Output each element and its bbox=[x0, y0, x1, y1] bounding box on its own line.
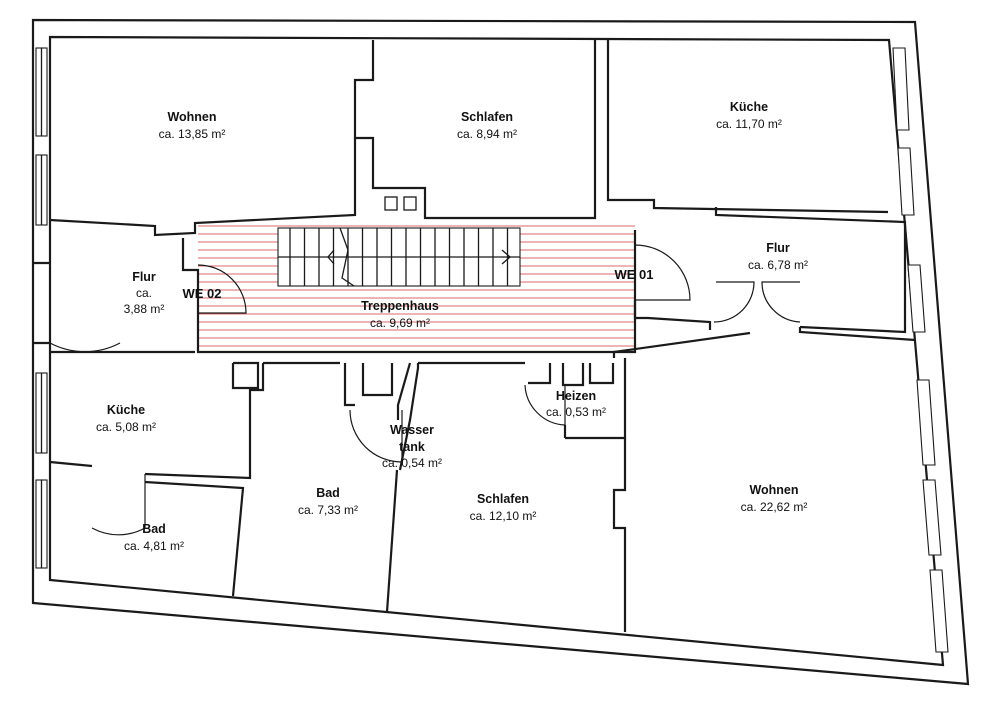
heizen-north bbox=[528, 363, 552, 385]
room-area-bad-c: ca. 7,33 m² bbox=[298, 503, 358, 517]
room-name-wohnen-nw: Wohnen bbox=[167, 110, 216, 124]
wall-kueche-w-east bbox=[144, 363, 265, 480]
room-name-heizen: Heizen bbox=[556, 389, 596, 403]
room-area-flur-e: ca. 6,78 m² bbox=[748, 258, 808, 272]
door-heizen bbox=[524, 384, 566, 426]
chimney-1 bbox=[384, 196, 398, 211]
staircase bbox=[277, 227, 521, 287]
room-area-schlafen-n: ca. 8,94 m² bbox=[457, 127, 517, 141]
wall-flur-e-south bbox=[798, 327, 916, 342]
heizen-shaft-1 bbox=[561, 363, 585, 387]
window-e-4 bbox=[916, 379, 936, 466]
heizen-shaft-2 bbox=[588, 363, 615, 385]
wall-flur-e-west bbox=[633, 300, 712, 330]
wall-kueche-bad-w bbox=[49, 460, 93, 468]
wall-bad-schlafen bbox=[385, 469, 399, 613]
room-labels: Wohnen ca. 13,85 m² Schlafen ca. 8,94 m²… bbox=[96, 100, 808, 553]
door-wassertank bbox=[349, 409, 403, 463]
wall-stairwell bbox=[181, 230, 637, 354]
wall-stair-east bbox=[612, 331, 751, 358]
room-name-wassertank-line1: Wasser bbox=[390, 423, 434, 437]
wall-wohnen-south bbox=[49, 138, 357, 237]
chimney-2 bbox=[403, 196, 417, 211]
door-we-01 bbox=[634, 244, 691, 301]
room-name-flur-w: Flur bbox=[132, 270, 156, 284]
interior-walls bbox=[33, 40, 916, 632]
unit-label-we-02: WE 02 bbox=[182, 286, 221, 301]
room-name-schlafen-n: Schlafen bbox=[461, 110, 513, 124]
window-e-6 bbox=[929, 569, 949, 653]
wall-schlafen-n bbox=[353, 40, 597, 220]
room-area-bad-w: ca. 4,81 m² bbox=[124, 539, 184, 553]
room-name-schlafen-s: Schlafen bbox=[477, 492, 529, 506]
stair-break-line bbox=[339, 227, 355, 287]
wall-wohnen-schlafen-s bbox=[612, 438, 627, 632]
room-area-flur-w-line2: 3,88 m² bbox=[124, 302, 165, 316]
door-flur-e-left bbox=[713, 281, 755, 323]
room-name-bad-c: Bad bbox=[316, 486, 340, 500]
window-e-2 bbox=[897, 147, 915, 216]
window-e-3 bbox=[907, 264, 926, 333]
room-name-wassertank-line2: tank bbox=[399, 440, 425, 454]
shaft-w bbox=[231, 361, 260, 390]
windows bbox=[35, 47, 949, 653]
window-e-5 bbox=[922, 479, 942, 556]
door-bad-w bbox=[91, 474, 146, 536]
wall-wassertank-e bbox=[396, 362, 412, 420]
wall-kueche-ne bbox=[606, 40, 889, 214]
room-area-flur-w-line1: ca. bbox=[136, 286, 152, 300]
room-area-treppenhaus: ca. 9,69 m² bbox=[370, 316, 430, 330]
door-entrance-flur-w bbox=[49, 268, 121, 353]
room-name-bad-w: Bad bbox=[142, 522, 166, 536]
wassertank-inner bbox=[361, 363, 394, 397]
room-area-wassertank: ca. 0,54 m² bbox=[382, 456, 442, 470]
room-area-wohnen-nw: ca. 13,85 m² bbox=[159, 127, 226, 141]
window-e-1 bbox=[892, 47, 910, 131]
stair-arrow-right bbox=[501, 249, 511, 265]
unit-label-we-01: WE 01 bbox=[614, 267, 653, 282]
room-area-kueche-w: ca. 5,08 m² bbox=[96, 420, 156, 434]
wall-bad-w-east bbox=[144, 480, 245, 597]
wall-flur-e-north bbox=[714, 207, 907, 334]
room-name-kueche-ne: Küche bbox=[730, 100, 768, 114]
outer-walls bbox=[31, 18, 970, 686]
room-name-treppenhaus: Treppenhaus bbox=[361, 299, 439, 313]
room-name-wohnen-se: Wohnen bbox=[749, 483, 798, 497]
room-area-wohnen-se: ca. 22,62 m² bbox=[741, 500, 808, 514]
door-we-02 bbox=[197, 264, 247, 314]
wall-schlafen-s-west bbox=[398, 363, 420, 471]
room-name-kueche-w: Küche bbox=[107, 403, 145, 417]
stair-arrow-left bbox=[327, 249, 335, 265]
doors bbox=[32, 244, 801, 536]
wall-wassertank-w bbox=[343, 363, 355, 407]
entrance-opening bbox=[32, 262, 51, 344]
room-area-schlafen-s: ca. 12,10 m² bbox=[470, 509, 537, 523]
room-name-flur-e: Flur bbox=[766, 241, 790, 255]
door-flur-e-right bbox=[761, 281, 801, 323]
building-outline bbox=[31, 18, 970, 686]
inner-wall-line bbox=[48, 35, 945, 667]
room-area-heizen: ca. 0,53 m² bbox=[546, 405, 606, 419]
room-area-kueche-ne: ca. 11,70 m² bbox=[716, 117, 782, 131]
